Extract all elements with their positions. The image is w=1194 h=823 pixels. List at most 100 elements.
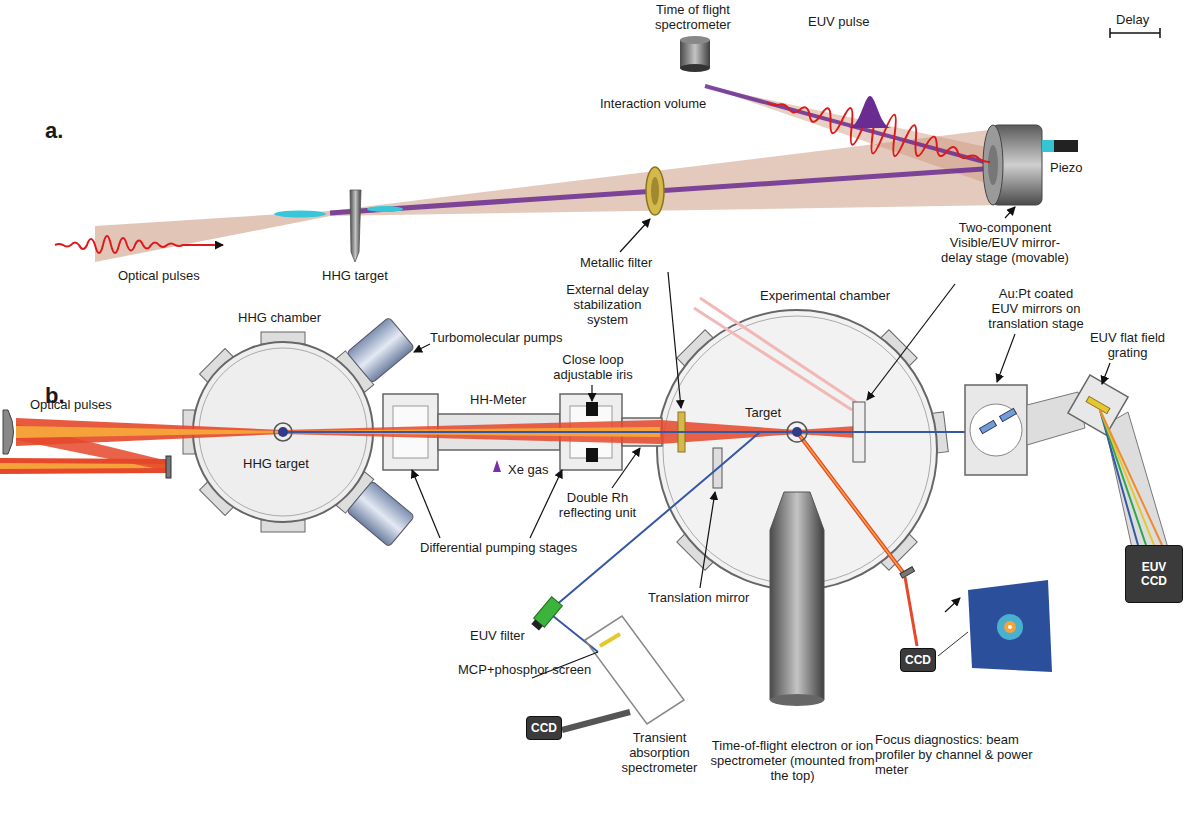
part-label: Piezo	[1050, 160, 1083, 175]
part-label: Translation mirror	[648, 590, 749, 605]
part-label: HHG chamber	[238, 310, 321, 325]
euv-beam	[705, 86, 995, 165]
tof-spectrometer-body	[770, 694, 824, 706]
part-label: HHG target	[243, 456, 309, 471]
transient-spectrometer	[585, 616, 684, 724]
mirror-delay-stage	[1042, 140, 1054, 152]
au-pt-mirror-box	[970, 404, 1022, 456]
target-ring	[792, 427, 802, 437]
laser-beam	[905, 577, 917, 646]
optics	[166, 456, 171, 478]
part-label: Two-component Visible/EUV mirror-delay s…	[935, 220, 1075, 265]
euv-beam-path	[548, 432, 760, 652]
optics	[586, 402, 598, 416]
leader-arrow	[412, 207, 1110, 678]
transient-spectrometer	[530, 597, 563, 632]
tof-spectrometer-body	[770, 492, 824, 706]
part-label: EUV pulse	[808, 14, 869, 29]
part-label: EUV filter	[470, 628, 525, 643]
ccd-camera: CCD	[526, 716, 562, 740]
target-ring	[274, 422, 807, 442]
part-label: Experimental chamber	[760, 288, 890, 303]
focus-spot	[274, 206, 403, 218]
focus-diagnostics	[968, 580, 1052, 672]
transient-spectrometer	[600, 634, 620, 646]
focus-spot	[274, 211, 326, 218]
transient-spectrometer	[562, 712, 630, 730]
hhg-target-needle	[350, 190, 361, 262]
part-label: HH-Meter	[470, 392, 526, 407]
focus-spot	[367, 206, 403, 212]
mirror-delay-stage	[988, 145, 998, 185]
tof-spectrometer-icon	[680, 36, 710, 72]
target-ring	[787, 422, 807, 442]
leader-arrow	[530, 470, 562, 538]
beam-cone	[95, 86, 1005, 262]
ir-field-wave	[761, 82, 995, 183]
grating-spectrometer	[1105, 412, 1168, 548]
part-label: Time of flight spectrometer	[638, 2, 748, 32]
beam-cone	[95, 211, 330, 262]
grating-spectrometer	[1100, 410, 1138, 545]
part-label: HHG target	[322, 268, 388, 283]
mirror-delay-stage	[983, 125, 1003, 205]
part-label: Metallic filter	[580, 255, 652, 270]
part-label: Double Rh reflecting unit	[550, 490, 645, 520]
grating-spectrometer	[1086, 396, 1110, 413]
mirror-delay-stage	[1042, 140, 1078, 152]
leader-arrow	[997, 334, 1015, 382]
focus-diagnostics	[1004, 621, 1016, 633]
part-label: Optical pulses	[118, 268, 200, 283]
part-label: MCP+phosphor screen	[458, 662, 591, 677]
leader-arrow	[620, 219, 650, 252]
metallic-filter	[646, 167, 664, 215]
optics	[586, 448, 598, 462]
tof-spectrometer-body	[770, 492, 824, 700]
hhg-chamber	[347, 317, 415, 383]
node-text: CCD	[905, 653, 931, 667]
optical-pulse-wave	[55, 236, 223, 253]
focus-diagnostics	[938, 580, 1052, 672]
tof-spectrometer-icon	[680, 64, 710, 72]
part-label: Optical pulses	[30, 397, 112, 412]
part-label: Interaction volume	[600, 96, 706, 111]
leader-arrow	[414, 344, 430, 352]
grating-spectrometer	[1100, 410, 1162, 545]
focus-diagnostics	[945, 598, 960, 612]
delay-bar	[1110, 32, 1160, 34]
part-label: Au:Pt coated EUV mirrors on translation …	[985, 286, 1087, 331]
leader-arrow	[412, 470, 440, 538]
focus-diagnostics	[938, 632, 968, 656]
part-label: Close loop adjustable iris	[548, 352, 638, 382]
delay-bar	[1110, 28, 1160, 38]
external-delay-beam	[694, 308, 852, 410]
external-delay-beam	[694, 298, 856, 410]
part-label: Focus diagnostics: beam profiler by chan…	[875, 732, 1035, 777]
node-text: EUV CCD	[1130, 560, 1178, 588]
ir-field-wave	[761, 82, 995, 183]
au-pt-mirror-box	[965, 385, 1027, 475]
part-label: EUV flat field grating	[1085, 330, 1170, 360]
delay-bar	[1109, 28, 1111, 38]
hhg-chamber	[347, 481, 415, 547]
part-label: Differential pumping stages	[420, 540, 577, 555]
au-pt-mirror-box	[980, 420, 997, 433]
part-label: Time-of-flight electron or ion spectrome…	[705, 738, 880, 783]
optics	[900, 567, 915, 578]
grating-spectrometer	[1027, 375, 1168, 548]
optics	[3, 410, 14, 454]
laser-beam	[16, 426, 283, 438]
grating-spectrometer	[1100, 410, 1154, 545]
metallic-filter	[646, 167, 664, 215]
leader-arrow	[591, 385, 592, 401]
part-label: Xe gas	[508, 462, 548, 477]
optics	[493, 460, 501, 472]
part-label: External delay stabilization system	[560, 282, 655, 327]
target-ring	[274, 423, 292, 441]
node-text: CCD	[531, 721, 557, 735]
part-label: Turbomolecular pumps	[430, 330, 562, 345]
focus-diagnostics	[1008, 625, 1012, 629]
grating-spectrometer	[1100, 410, 1146, 545]
euv-pulse-shape	[848, 96, 892, 128]
